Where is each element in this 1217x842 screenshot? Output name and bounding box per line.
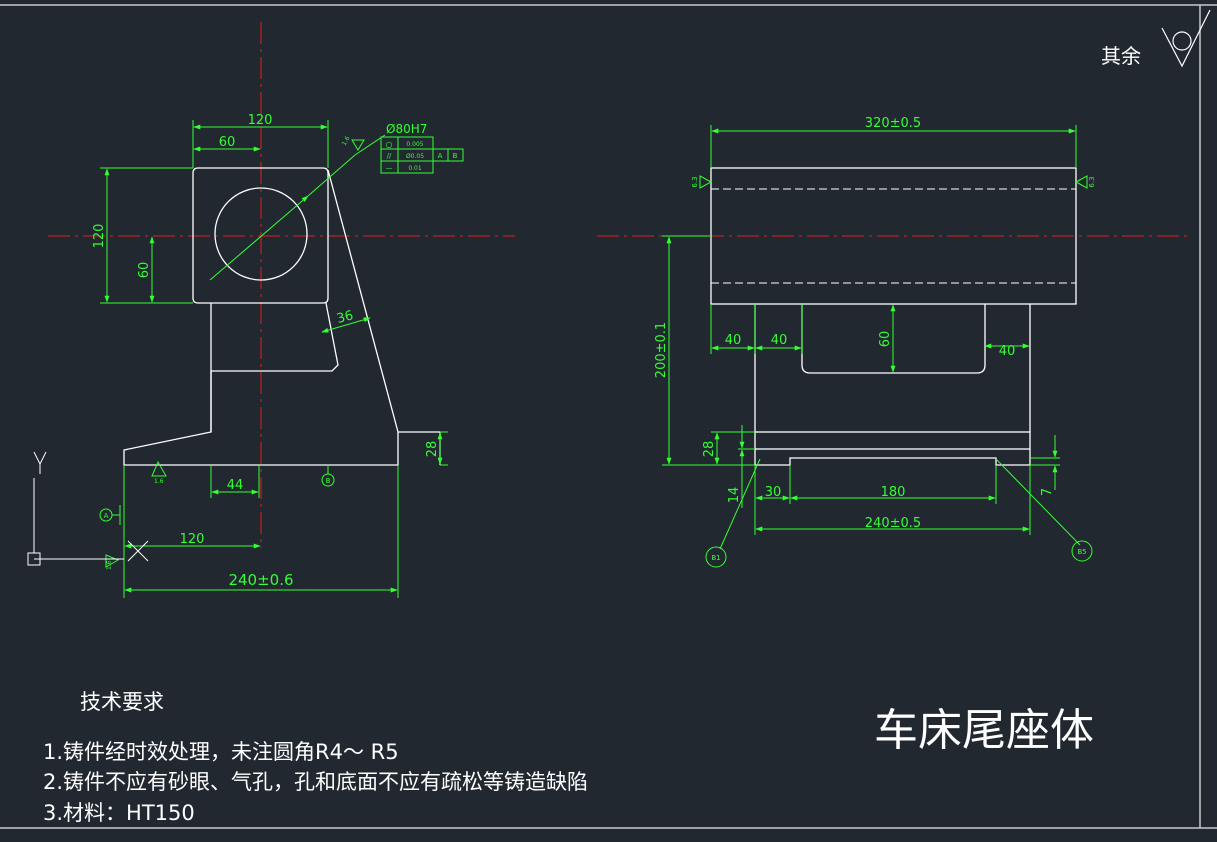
dim-side-base-7: 7 [1040, 488, 1055, 496]
dim-total-width: 240±0.6 [228, 571, 293, 589]
datum-b-label: B [326, 477, 331, 485]
balloon-left-label: B1 [711, 554, 720, 562]
roughness-general-icon [1161, 9, 1211, 68]
tol-row2-symbol: // [387, 152, 392, 160]
notes-heading: 技术要求 [80, 690, 164, 714]
tol-row1-value: 0.005 [406, 141, 423, 148]
side-hidden-lines [711, 188, 1076, 459]
ucs-icon [27, 451, 149, 566]
dim-side-center-height: 200±0.1 [654, 322, 669, 378]
roughness-left-value: 1.6 [106, 560, 113, 570]
dim-slot-depth: 60 [878, 331, 893, 348]
tol-row2-ref2: B [453, 152, 458, 160]
tol-row2-value: Ø0.05 [406, 153, 424, 160]
dim-center-height: 60 [137, 262, 152, 279]
centerlines [48, 22, 1190, 548]
dim-side-base-180: 180 [881, 485, 906, 500]
dim-width-top: 120 [248, 113, 273, 128]
dim-side-base-width: 240±0.5 [865, 516, 921, 531]
datum-a-label: A [104, 512, 109, 520]
dim-center-from-left: 120 [180, 532, 205, 547]
roughness-side-right-value: 6.3 [1088, 176, 1096, 187]
front-view-outline [123, 167, 441, 466]
sheet-border [0, 4, 1217, 829]
tol-row2-ref1: A [438, 152, 443, 160]
front-roughness-symbols [99, 139, 365, 568]
roughness-side-left-value: 6.3 [691, 176, 699, 187]
balloon-right-label: B5 [1077, 548, 1086, 556]
side-dimensions [662, 125, 1081, 550]
tol-row1-symbol: ○ [386, 140, 393, 149]
dim-side-base-14: 14 [727, 487, 742, 504]
drawing-title: 车床尾座体 [874, 705, 1094, 756]
notes-line-1: 1.铸件经时效处理，未注圆角R4～ R5 [43, 740, 399, 764]
dim-height-left: 120 [92, 224, 107, 249]
roughness-note: 其余 [1101, 44, 1141, 68]
roughness-bottom-value: 1.6 [154, 478, 164, 485]
dim-side-base-height: 28 [702, 441, 717, 458]
dim-slot-left2: 40 [771, 333, 788, 348]
dim-slot-right: 40 [999, 344, 1016, 359]
geometric-tolerance-frame [380, 136, 464, 174]
tol-row3-value: 0.01 [408, 165, 422, 172]
hole-callout: Ø80H7 [386, 122, 427, 136]
dim-slot-left1: 40 [725, 333, 742, 348]
dim-half-top: 60 [219, 135, 236, 150]
tol-row3-symbol: — [386, 164, 393, 172]
roughness-hole-value: 1.6 [341, 135, 352, 147]
dim-base-step: 28 [425, 441, 440, 458]
notes-line-2: 2.铸件不应有砂眼、气孔，孔和底面不应有疏松等铸造缺陷 [43, 770, 589, 794]
dim-side-base-30: 30 [765, 485, 782, 500]
dim-neck: 44 [227, 478, 244, 493]
front-dimensions [100, 120, 448, 598]
notes-line-3: 3.材料：HT150 [43, 801, 195, 825]
dim-rib-angle: 36 [335, 308, 355, 327]
side-roughness-symbols [699, 175, 1093, 568]
dim-total-length: 320±0.5 [865, 116, 921, 131]
